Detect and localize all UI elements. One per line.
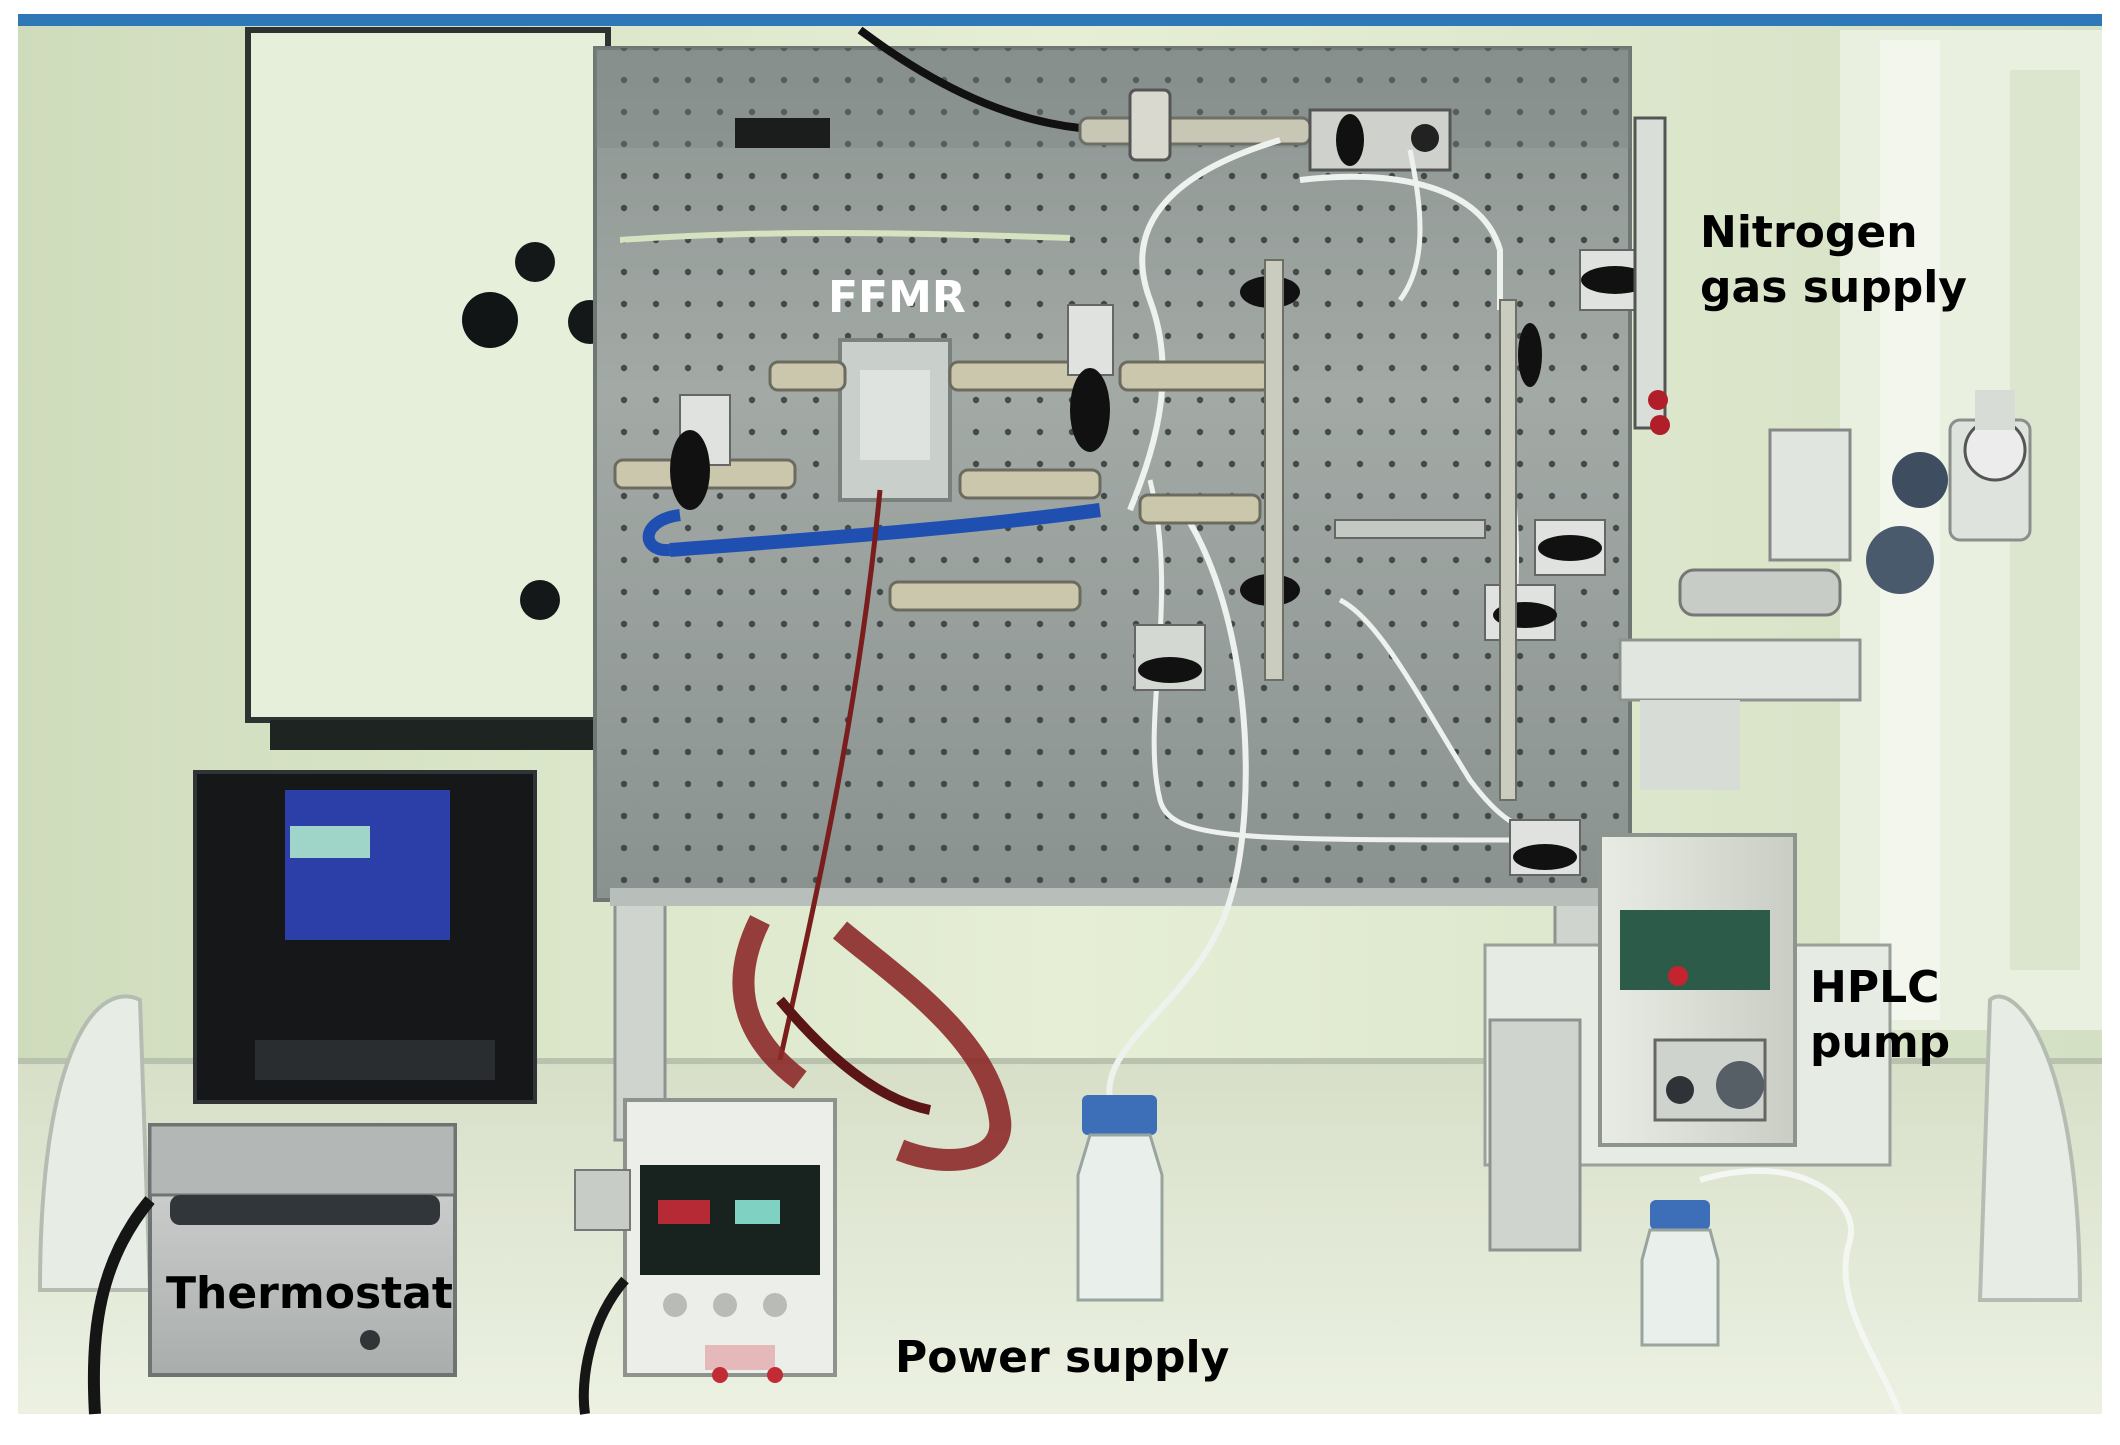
reservoir-cap (1082, 1095, 1157, 1135)
ffmr-label: FFMR (828, 272, 966, 323)
hood-top-strip (18, 14, 2102, 26)
thermostat-label: Thermostat (166, 1268, 453, 1319)
power-supply-label: Power supply (895, 1332, 1230, 1383)
nitrogen-label-line1: Nitrogen (1700, 207, 1918, 258)
reservoir-bottle (1076, 1133, 1164, 1302)
flowmeter (1633, 116, 1667, 430)
hplc-label-line1: HPLC (1810, 962, 1940, 1013)
hood-side-door (245, 27, 611, 723)
regulator-knob (1892, 452, 1948, 508)
knob (462, 292, 518, 348)
hplc-label-line2: pump (1810, 1017, 1951, 1068)
nitrogen-label-line2: gas supply (1700, 262, 1967, 313)
hplc-pump-label: HPLC pump (1810, 960, 1950, 1070)
power-cables (832, 921, 1012, 1171)
nitrogen-gas-supply-label: Nitrogen gas supply (1700, 205, 1967, 315)
valve-handle (670, 430, 710, 510)
thermostat-display-panel (285, 790, 450, 940)
